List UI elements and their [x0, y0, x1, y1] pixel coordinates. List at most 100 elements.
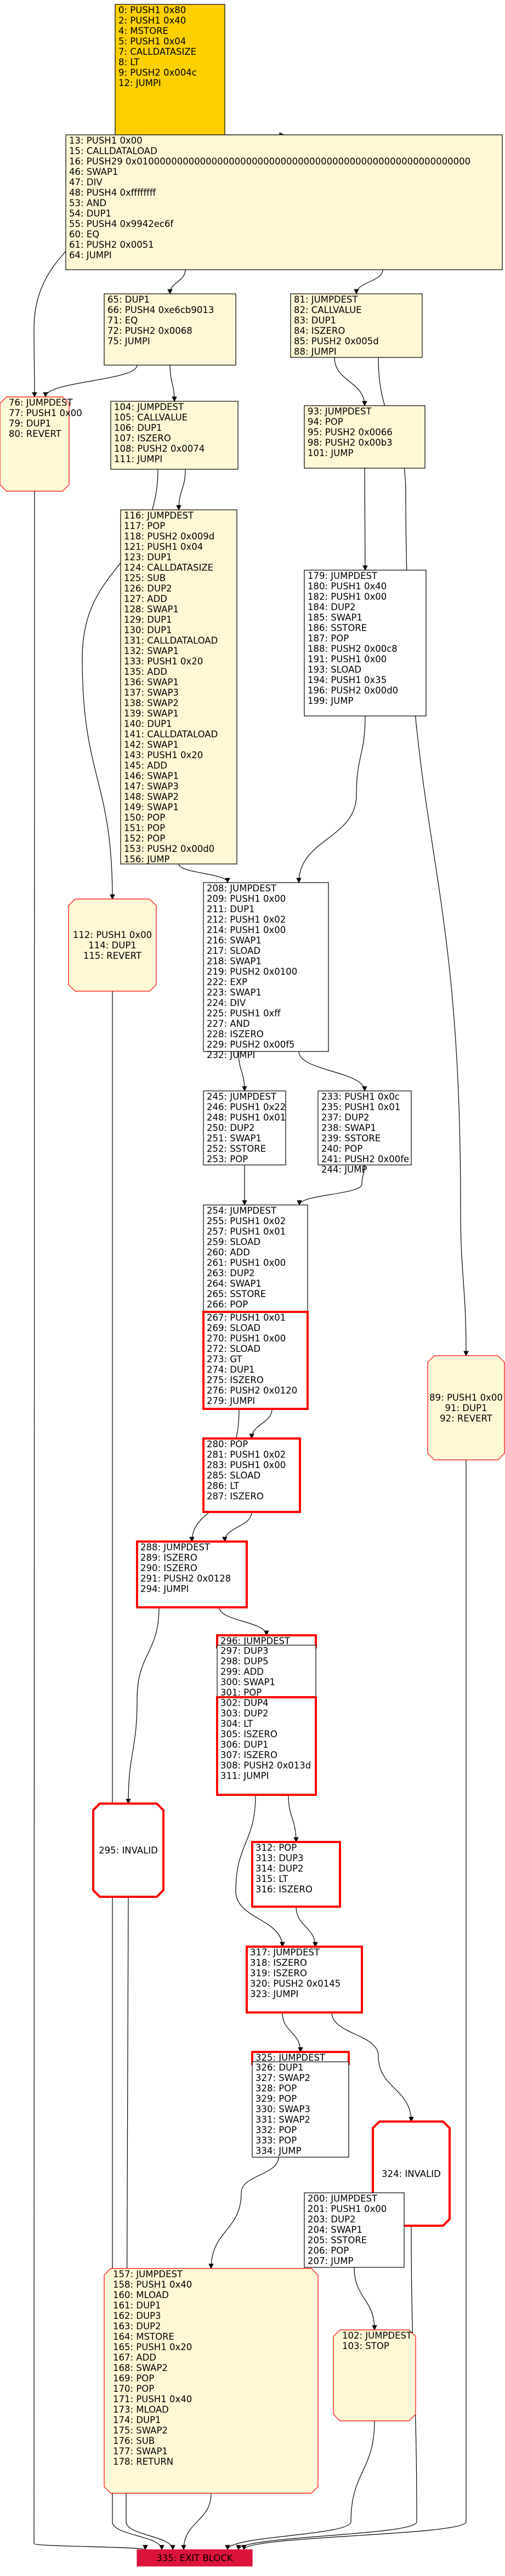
- block-200-line: 200: JUMPDEST: [308, 2193, 378, 2204]
- block-116-line: 118: PUSH2 0x009d: [124, 531, 214, 542]
- block-302-line: 304: LT: [220, 1719, 253, 1729]
- block-81-line: 81: JUMPDEST: [294, 294, 359, 305]
- block-267-line: 274: DUP1: [207, 1364, 255, 1375]
- block-179-line: 186: SSTORE: [308, 623, 367, 633]
- block-208-line: 209: PUSH1 0x00: [207, 894, 286, 904]
- block-254-line: 257: PUSH1 0x01: [207, 1226, 286, 1237]
- block-13-line: 60: EQ: [69, 229, 99, 240]
- edge-n179-n208: [296, 715, 366, 883]
- edge-n302-n317: [235, 1794, 285, 1947]
- block-157-line: 160: MLOAD: [113, 2290, 169, 2300]
- block-233-line: 239: SSTORE: [321, 1133, 381, 1144]
- exit-block-shape: [137, 2549, 253, 2567]
- block-233-line: 238: SWAP1: [321, 1123, 376, 1133]
- block-116-line: 152: POP: [124, 833, 165, 844]
- block-76-shape: [0, 396, 70, 492]
- block-254-line: 254: JUMPDEST: [207, 1205, 277, 1216]
- block-157-line: 168: SWAP2: [113, 2363, 168, 2373]
- block-295-line: 295: INVALID: [99, 1845, 158, 1856]
- block-296-line: 296: JUMPDEST: [220, 1636, 291, 1646]
- block-157-line: 162: DUP3: [113, 2311, 161, 2321]
- block-288-line: 290: ISZERO: [140, 1563, 197, 1573]
- block-13-line: 15: CALLDATALOAD: [69, 146, 157, 156]
- edge-n102-n335: [225, 2420, 375, 2550]
- block-81-shape: [290, 293, 423, 358]
- block-104-shape: [110, 401, 239, 470]
- block-13-line: 64: JUMPI: [69, 250, 112, 260]
- block-116-line: 117: POP: [124, 521, 165, 531]
- block-280-line: 287: ISZERO: [207, 1491, 264, 1502]
- block-254-line: 263: DUP2: [207, 1268, 255, 1278]
- block-104-line: 107: ISZERO: [114, 433, 171, 443]
- block-93-shape: [304, 405, 425, 469]
- block-157-line: 170: POP: [113, 2384, 154, 2394]
- block-116-line: 125: SUB: [124, 573, 166, 583]
- block-326-line: 329: POP: [256, 2094, 297, 2104]
- block-157-line: 178: RETURN: [113, 2456, 173, 2467]
- block-81-line: 84: ISZERO: [294, 326, 345, 336]
- block-288-shape: [136, 1540, 248, 1608]
- block-179-line: 188: PUSH2 0x00c8: [308, 644, 398, 654]
- block-312-shape: [251, 1841, 341, 1908]
- block-280-shape: [202, 1437, 301, 1513]
- block-13-line: 46: SWAP1: [69, 167, 118, 177]
- block-76-line: 76: JUMPDEST: [9, 397, 73, 408]
- block-280-line: 280: POP: [207, 1439, 248, 1449]
- block-302-line: 302: DUP4: [220, 1698, 269, 1708]
- block-208-line: 223: SWAP1: [207, 987, 262, 998]
- block-297-line: 300: SWAP1: [220, 1677, 275, 1687]
- edge-n317-n325: [282, 2012, 303, 2052]
- block-312-line: 315: LT: [256, 1874, 288, 1884]
- block-13-line: 13: PUSH1 0x00: [69, 135, 143, 146]
- block-200-line: 205: SSTORE: [308, 2235, 367, 2245]
- block-157-shape: [104, 2268, 319, 2494]
- edge-n208-n233: [298, 1051, 367, 1091]
- block-116-line: 148: SWAP2: [124, 792, 179, 802]
- block-179-line: 194: PUSH1 0x35: [308, 675, 387, 685]
- edge-n81-n89: [378, 357, 469, 1356]
- block-325-line: 325: JUMPDEST: [256, 2052, 326, 2063]
- block-208-line: 232: JUMPI: [207, 1050, 255, 1060]
- block-302-shape: [216, 1696, 317, 1796]
- block-89-line: 89: PUSH1 0x00: [429, 1392, 503, 1403]
- block-116-line: 146: SWAP1: [124, 771, 179, 781]
- block-245-line: 252: SSTORE: [207, 1144, 266, 1154]
- block-116-line: 141: CALLDATALOAD: [124, 729, 218, 740]
- block-233-line: 244: JUMP: [321, 1164, 367, 1175]
- block-65-line: 75: JUMPI: [107, 336, 150, 346]
- block-208-line: 211: DUP1: [207, 904, 255, 914]
- block-13-line: 48: PUSH4 0xffffffff: [69, 187, 156, 198]
- block-302-line: 307: ISZERO: [220, 1750, 277, 1760]
- block-208-line: 216: SWAP1: [207, 935, 262, 946]
- block-317-line: 318: ISZERO: [250, 1958, 307, 1968]
- edge-n302-n312: [288, 1794, 299, 1843]
- block-326-shape: [252, 2061, 349, 2158]
- block-179-line: 180: PUSH1 0x40: [308, 581, 387, 592]
- block-157-line: 176: SUB: [113, 2436, 155, 2446]
- block-245-line: 248: PUSH1 0x01: [207, 1112, 286, 1123]
- block-93-line: 93: JUMPDEST: [308, 406, 372, 417]
- block-104-line: 111: JUMPI: [114, 454, 162, 464]
- block-65-shape: [104, 293, 236, 366]
- block-312-line: 312: POP: [256, 1843, 297, 1853]
- block-76-line: 80: REVERT: [9, 429, 62, 439]
- block-13-line: 47: DIV: [69, 177, 103, 187]
- edge-n89-n335: [241, 1460, 467, 2550]
- block-254-line: 255: PUSH1 0x02: [207, 1216, 286, 1226]
- block-0-shape: [115, 4, 225, 135]
- edge-n233-n254: [297, 1164, 365, 1205]
- block-116-line: 142: SWAP1: [124, 740, 179, 750]
